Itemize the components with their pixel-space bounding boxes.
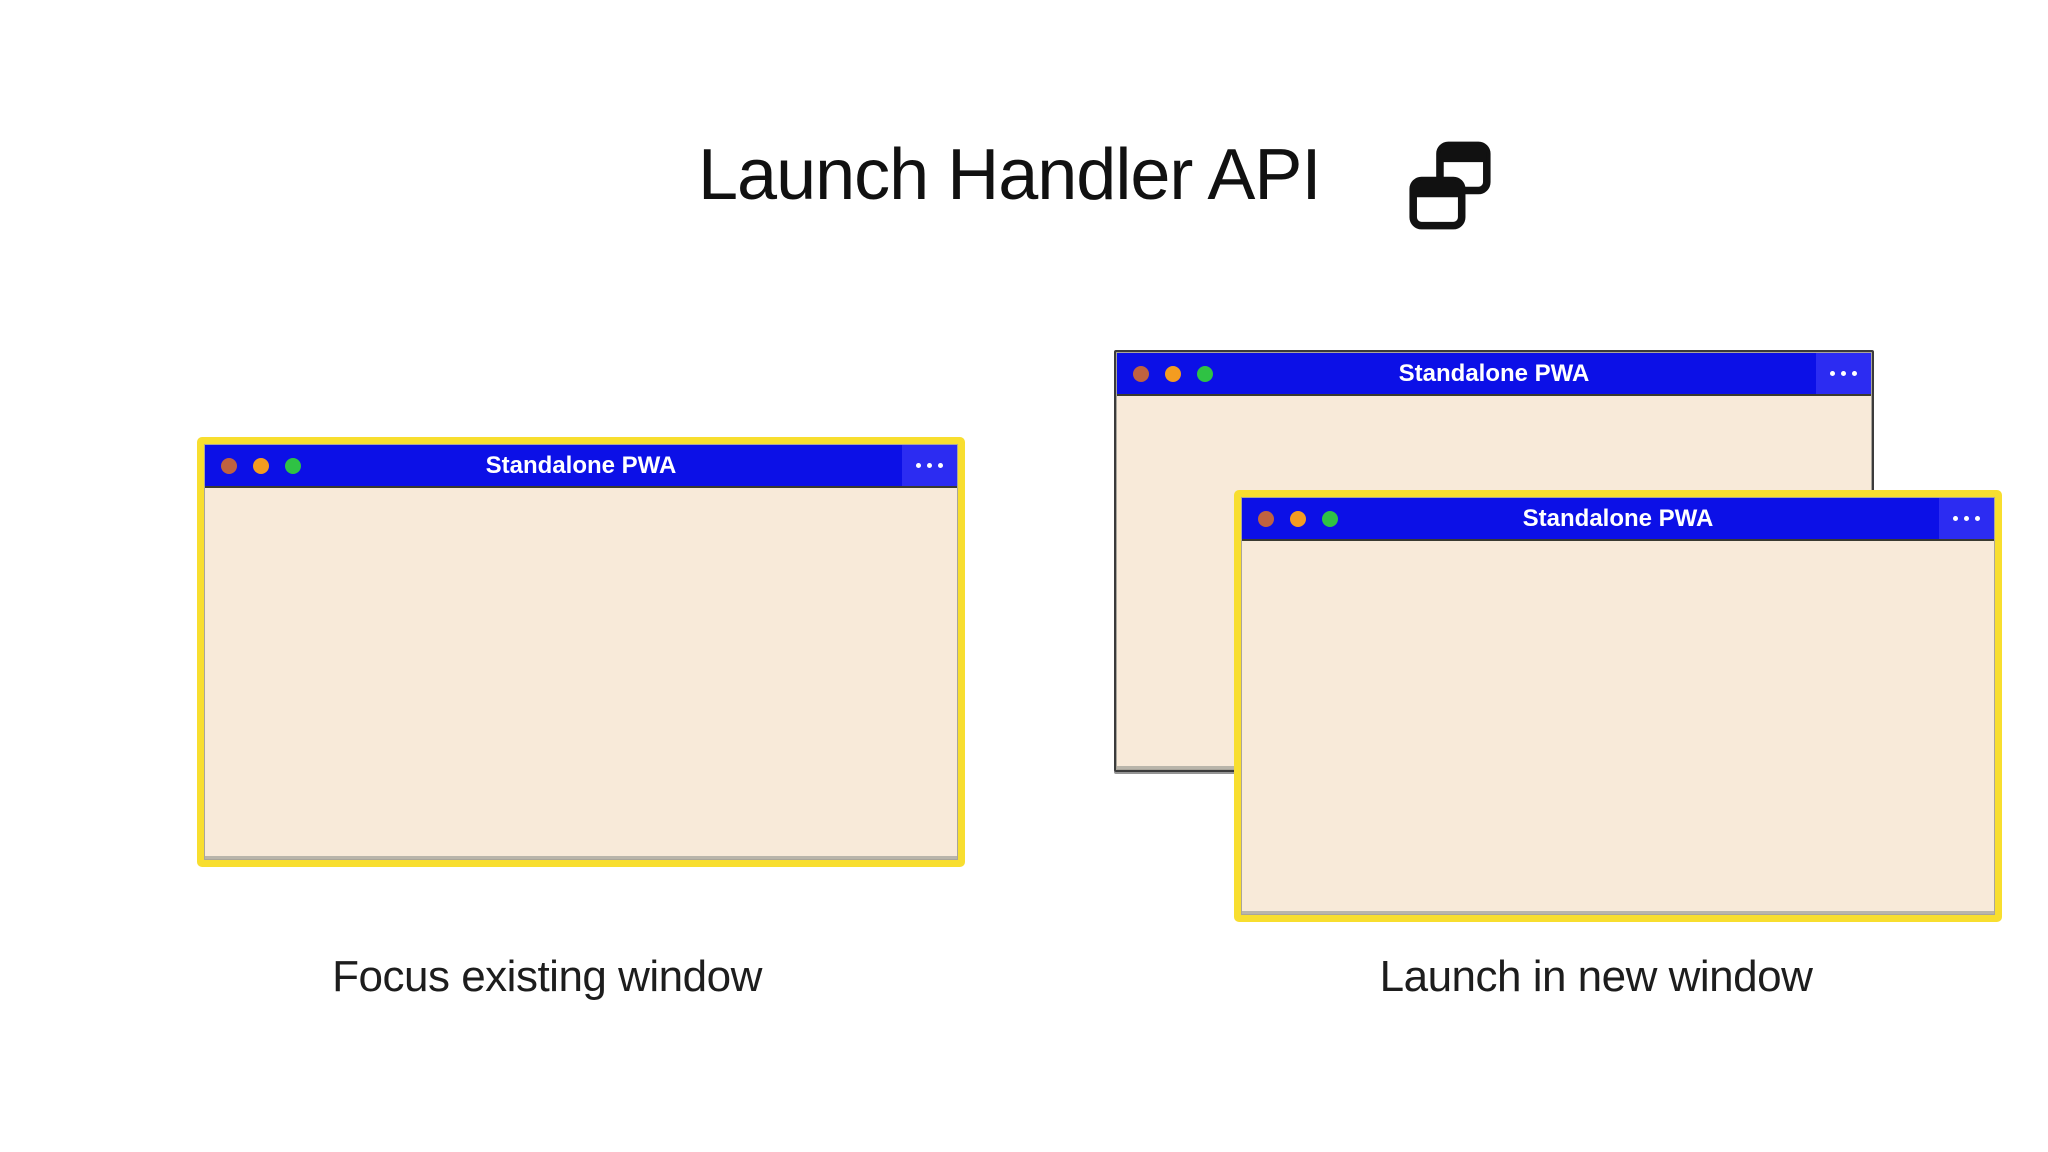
maximize-button-dot[interactable]: [1322, 510, 1338, 527]
window-title: Standalone PWA: [1522, 504, 1714, 532]
caption-launch-new: Launch in new window: [1379, 952, 1813, 1001]
window-content: [1242, 541, 1994, 914]
pwa-window-focused-existing: Standalone PWA: [197, 437, 965, 867]
maximize-button-dot[interactable]: [285, 457, 301, 474]
page-header: Launch Handler API: [698, 139, 1492, 234]
ellipsis-icon: [1964, 516, 1969, 521]
window-titlebar: Standalone PWA: [205, 445, 957, 488]
window-content: [205, 488, 957, 859]
close-button-dot[interactable]: [1258, 510, 1274, 527]
ellipsis-icon: [1953, 516, 1958, 521]
window-titlebar: Standalone PWA: [1242, 498, 1994, 541]
caption-focus-existing: Focus existing window: [332, 952, 762, 1001]
ellipsis-icon: [1841, 371, 1846, 376]
window-menu-button[interactable]: [1816, 353, 1871, 394]
window-controls: [1133, 365, 1213, 382]
minimize-button-dot[interactable]: [1165, 365, 1181, 382]
ellipsis-icon: [927, 463, 932, 468]
window-menu-button[interactable]: [1939, 498, 1994, 539]
window-menu-button[interactable]: [902, 445, 957, 486]
page-title: Launch Handler API: [698, 135, 1321, 215]
pwa-window-new-front: Standalone PWA: [1234, 490, 2002, 922]
window-titlebar: Standalone PWA: [1117, 353, 1871, 396]
close-button-dot[interactable]: [1133, 365, 1149, 382]
window-controls: [1258, 510, 1338, 527]
ellipsis-icon: [916, 463, 921, 468]
ellipsis-icon: [1975, 516, 1980, 521]
window-title: Standalone PWA: [1398, 359, 1590, 387]
ellipsis-icon: [1830, 371, 1835, 376]
minimize-button-dot[interactable]: [253, 457, 269, 474]
minimize-button-dot[interactable]: [1290, 510, 1306, 527]
window-title: Standalone PWA: [485, 451, 677, 479]
window-frame: Standalone PWA: [1241, 497, 1995, 915]
ellipsis-icon: [938, 463, 943, 468]
maximize-button-dot[interactable]: [1197, 365, 1213, 382]
window-frame: Standalone PWA: [204, 444, 958, 860]
ellipsis-icon: [1852, 371, 1857, 376]
close-button-dot[interactable]: [221, 457, 237, 474]
window-controls: [221, 457, 301, 474]
overlapping-windows-icon: [1409, 141, 1492, 230]
